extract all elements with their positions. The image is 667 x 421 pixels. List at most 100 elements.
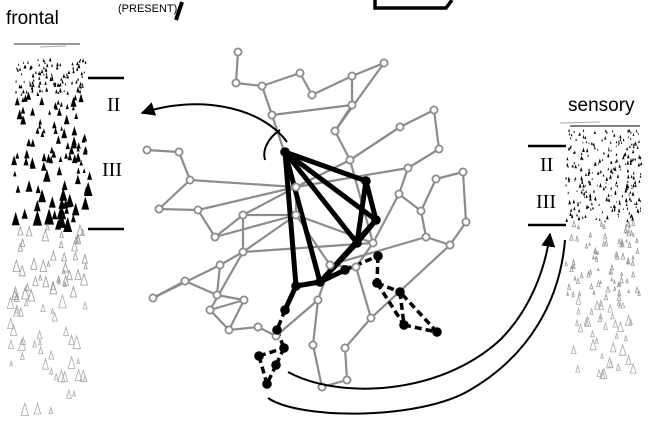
frontal-neuron <box>68 357 75 369</box>
gray-connection <box>217 265 220 295</box>
frontal-neuron <box>31 259 37 270</box>
frontal-neuron <box>9 340 14 348</box>
gray-connection <box>463 172 466 222</box>
frontal-neuron <box>44 81 46 85</box>
sensory-neuron <box>618 322 624 332</box>
frontal-neuron <box>66 142 70 149</box>
frontal-neuron <box>19 67 21 71</box>
frontal-neuron <box>77 142 81 149</box>
sensory-neuron <box>632 256 634 259</box>
sensory-neuron <box>587 154 589 157</box>
frontal-neuron <box>56 62 59 66</box>
sensory-neuron <box>626 356 631 365</box>
gray-connection <box>236 52 238 83</box>
sensory-neuron <box>606 197 608 201</box>
inactive-node <box>213 291 220 298</box>
sensory-neuron <box>568 129 570 132</box>
sensory-neuron <box>626 240 627 242</box>
frontal-neuron <box>18 227 23 235</box>
sensory-neuron <box>633 234 634 236</box>
sensory-neuron <box>632 220 635 225</box>
inactive-node <box>232 79 239 86</box>
sensory-neuron <box>623 208 624 210</box>
frontal-neuron <box>58 91 60 94</box>
frontal-neuron <box>67 390 72 398</box>
frontal-neuron <box>21 353 25 359</box>
frontal-neuron <box>50 369 53 375</box>
sensory-neuron <box>602 158 603 161</box>
frontal-neuron <box>39 275 42 280</box>
sensory-neuron <box>583 135 585 139</box>
frontal-neuron <box>60 102 63 107</box>
frontal-neuron <box>64 282 67 287</box>
sensory-neuron <box>629 197 631 201</box>
inactive-node <box>348 72 355 79</box>
inactive-node <box>309 341 316 348</box>
frontal-neuron <box>80 58 82 61</box>
frontal-neuron <box>57 100 60 105</box>
gray-connection <box>356 267 371 318</box>
frontal-neuron <box>81 197 89 210</box>
sensory-neuron <box>582 216 584 219</box>
sensory-neuron <box>575 138 577 141</box>
frontal-neuron <box>78 94 83 103</box>
sensory-neuron <box>631 261 634 266</box>
frontal-neuron <box>64 115 70 125</box>
sensory-neuron <box>589 233 591 237</box>
sensory-neuron <box>608 305 612 312</box>
sensory-neuron <box>589 193 592 198</box>
frontal-neuron <box>29 81 31 84</box>
gray-connection <box>313 345 322 387</box>
sensory-neuron <box>584 196 585 198</box>
sensory-neuron <box>584 215 586 218</box>
frontal-neuron <box>64 90 65 92</box>
sensory-neuron <box>627 160 630 164</box>
inactive-node <box>459 168 466 175</box>
sensory-neuron <box>616 364 620 371</box>
sensory-neuron <box>633 171 635 174</box>
sensory-neuron <box>632 272 635 277</box>
sensory-neuron <box>611 149 612 151</box>
sensory-neuron <box>628 136 629 138</box>
inactive-node <box>395 190 402 197</box>
sensory-neuron <box>633 158 634 160</box>
sensory-neuron <box>590 284 593 289</box>
present-label: (PRESENT) <box>118 3 177 15</box>
sensory-neuron <box>619 200 620 202</box>
sensory-neuron <box>577 309 580 315</box>
sensory-neuron <box>640 209 641 211</box>
sensory-neuron <box>579 183 582 187</box>
active-node <box>432 327 442 337</box>
sensory-neuron <box>607 153 609 157</box>
sensory-neuron <box>582 141 583 143</box>
sensory-neuron <box>606 215 609 219</box>
sensory-neuron <box>618 215 619 217</box>
sensory-neuron <box>598 268 599 270</box>
inactive-node <box>417 207 424 214</box>
active-node <box>279 343 289 353</box>
sensory-neuron <box>601 139 603 142</box>
sensory-neuron <box>641 162 643 165</box>
sensory-neuron <box>604 294 607 300</box>
sensory-neuron <box>577 203 579 206</box>
sensory-neuron <box>621 253 625 259</box>
gray-connection <box>335 131 350 160</box>
sensory-neuron <box>626 147 628 151</box>
inactive-node <box>254 323 261 330</box>
sensory-neuron <box>573 130 575 133</box>
sensory-neuron <box>605 186 607 189</box>
active-node <box>280 147 290 157</box>
frontal-neuron <box>51 75 53 79</box>
sensory-neuron <box>633 176 635 180</box>
sensory-neuron <box>576 213 578 216</box>
sensory-neuron <box>606 286 610 292</box>
sensory-neuron <box>627 169 629 173</box>
sensory-neuron <box>566 218 569 222</box>
sensory-top-surface <box>560 122 640 126</box>
frontal-neuron <box>43 58 45 62</box>
frontal-neuron <box>82 83 84 86</box>
arrow-to-frontal-ii <box>142 104 287 142</box>
sensory-neuron <box>625 163 626 165</box>
frontal-neuron <box>26 138 31 146</box>
sensory-neuron <box>578 209 580 213</box>
